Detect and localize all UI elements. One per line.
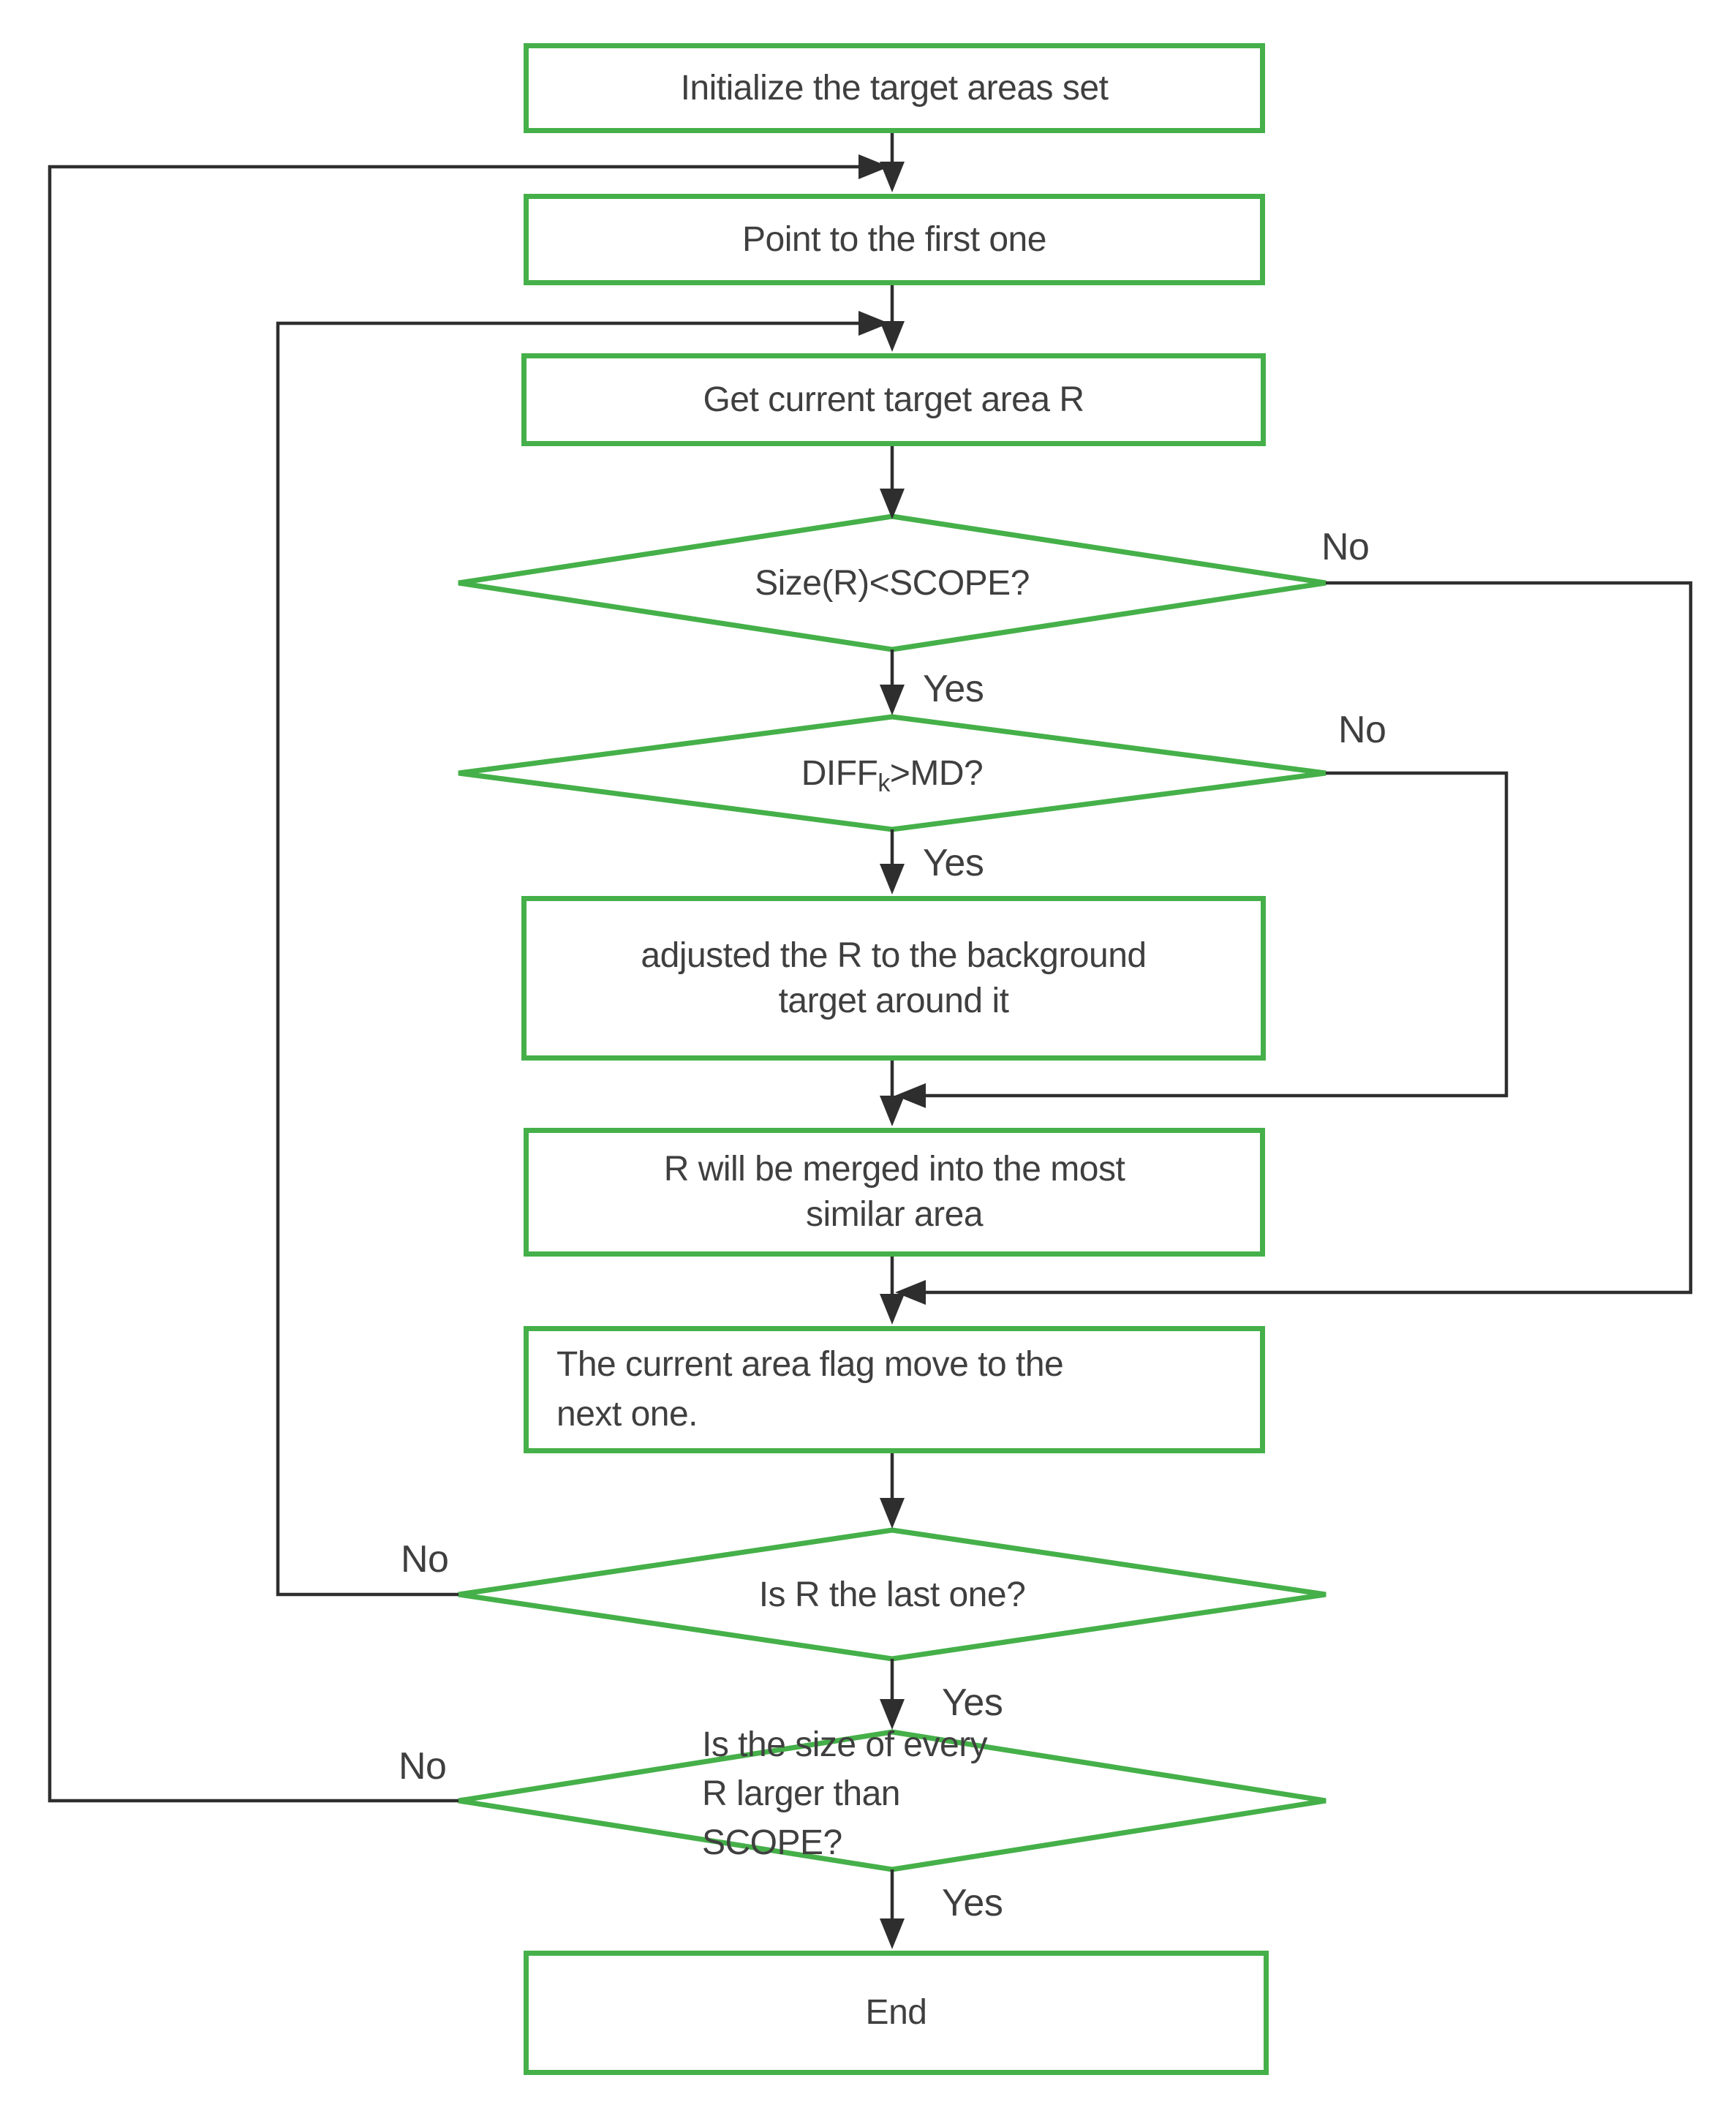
edge-label-size-all-no: No xyxy=(399,1745,447,1788)
edge-label-last-yes: Yes xyxy=(942,1682,1003,1724)
arrowhead-merge-inner-loop xyxy=(858,311,889,336)
decision-size-all-line3: SCOPE? xyxy=(702,1823,842,1862)
edge-label-last-no: No xyxy=(401,1538,449,1581)
arrowhead-merge-diff-no xyxy=(895,1083,926,1108)
arrowhead-into-size xyxy=(880,489,905,519)
node-flag-move: The current area flag move to the next o… xyxy=(524,1326,1265,1453)
edge-label-size-all-yes: Yes xyxy=(942,1882,1003,1924)
node-merge-line2: similar area xyxy=(805,1195,984,1234)
node-merge-line1: R will be merged into the most xyxy=(663,1150,1125,1189)
decision-diff-label-rest: >MD? xyxy=(889,753,984,793)
node-adjust-line2: target around it xyxy=(778,981,1009,1020)
arrowhead-into-end xyxy=(880,1918,905,1949)
decision-size-all-line2: R larger than xyxy=(702,1774,900,1813)
node-get-current: Get current target area R xyxy=(521,353,1266,446)
arrowhead-into-diff xyxy=(880,685,905,715)
edge-label-diff-yes: Yes xyxy=(923,842,984,884)
decision-size-all-line1: Is the size of every xyxy=(702,1725,988,1764)
node-initialize: Initialize the target areas set xyxy=(524,43,1265,133)
node-flag-move-line1: The current area flag move to the xyxy=(556,1345,1064,1384)
node-end-label: End xyxy=(865,1993,927,2032)
arrowhead-merge-size-no xyxy=(895,1280,926,1305)
node-point-first-label: Point to the first one xyxy=(742,219,1046,259)
edge-label-diff-no: No xyxy=(1338,709,1386,751)
node-flag-move-line2: next one. xyxy=(556,1395,698,1434)
node-end: End xyxy=(524,1951,1269,2075)
arrowhead-into-get xyxy=(880,321,905,352)
arrowhead-into-flag xyxy=(880,1294,905,1325)
arrowhead-into-last xyxy=(880,1498,905,1529)
arrowhead-into-point xyxy=(880,162,905,192)
node-adjust: adjusted the R to the background target … xyxy=(521,896,1266,1061)
decision-diff-label-main: DIFF xyxy=(801,753,878,793)
node-initialize-label: Initialize the target areas set xyxy=(680,68,1109,108)
decision-size-all-label: Is the size of every R larger than SCOPE… xyxy=(702,1720,988,1867)
arrowhead-into-merge xyxy=(880,1096,905,1126)
node-adjust-line1: adjusted the R to the background xyxy=(641,935,1147,975)
decision-size-label: Size(R)<SCOPE? xyxy=(755,563,1030,603)
arrowhead-into-adjust xyxy=(880,864,905,895)
node-merge: R will be merged into the most similar a… xyxy=(524,1128,1265,1257)
edge-label-size-no: No xyxy=(1321,526,1370,568)
node-point-first: Point to the first one xyxy=(524,194,1265,285)
node-get-current-label: Get current target area R xyxy=(703,380,1084,419)
decision-last-label: Is R the last one? xyxy=(758,1575,1026,1614)
edge-label-size-yes: Yes xyxy=(923,668,984,710)
arrowhead-merge-outer-loop xyxy=(858,154,889,179)
